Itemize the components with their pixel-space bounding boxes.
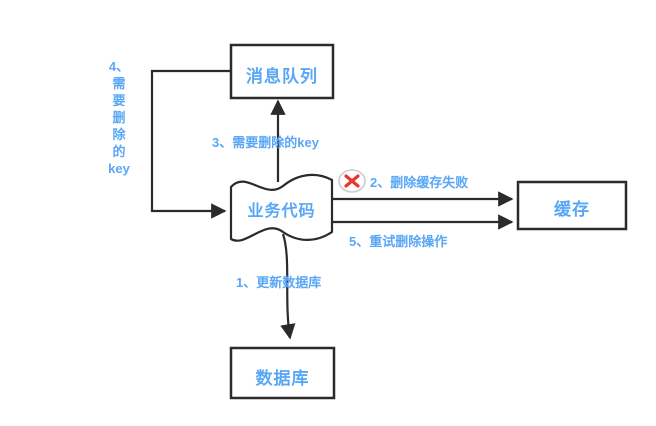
- edge-1-line: [280, 233, 296, 340]
- edge-2-label: 2、删除缓存失败: [370, 175, 469, 190]
- node-business-code-label: 业务代码: [247, 203, 316, 220]
- node-business-code-shape[interactable]: [229, 173, 334, 242]
- node-database-box[interactable]: [229, 346, 336, 400]
- edge-4-label-line-2: 要: [112, 93, 126, 108]
- edge-4-label-line-4: 除: [112, 127, 126, 142]
- edge-4-label-line-0: 4、: [108, 59, 130, 74]
- edge-4-label-line-5: 的: [112, 144, 126, 159]
- node-message-queue-label: 消息队列: [246, 67, 318, 86]
- edge-4-line: [150, 69, 231, 219]
- edge-3-label: 3、需要删除的key: [212, 135, 319, 150]
- edge-4-label: 4、 需 要 删 除 的 key: [108, 58, 130, 177]
- edge-1-label: 1、更新数据库: [236, 275, 322, 290]
- node-database-label: 数据库: [255, 369, 310, 388]
- node-cache-box[interactable]: [516, 180, 628, 231]
- edge-4-label-line-1: 需: [112, 76, 126, 91]
- edge-5-label: 5、重试删除操作: [349, 234, 448, 249]
- error-x-icon: [338, 169, 366, 193]
- edge-4-label-line-3: 删: [112, 110, 126, 125]
- edge-4-label-line-6: key: [108, 161, 130, 176]
- node-cache-label: 缓存: [554, 200, 590, 219]
